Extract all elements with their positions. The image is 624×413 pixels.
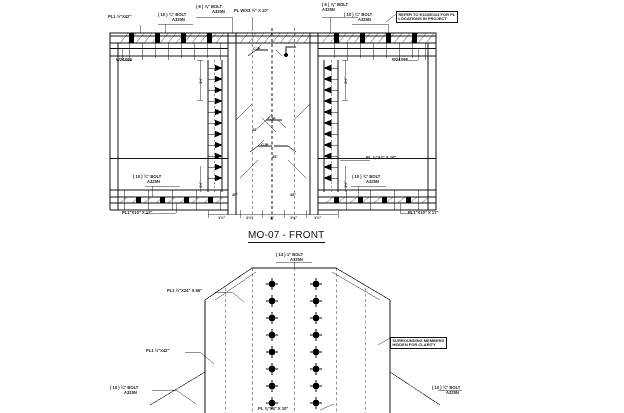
dim-b4: 1½"	[290, 215, 298, 220]
vdim-right-2: 1½"	[343, 180, 348, 188]
front-dimension-lines	[207, 210, 339, 218]
dim-b2: 1½"	[246, 215, 254, 220]
label-bolt-10-botleft-line2: A325N	[147, 179, 160, 184]
label-bolt-10-botleft-line1: ( 10 ) ¾" BOLT	[133, 174, 162, 179]
front-left-vertical-bolt-column	[207, 60, 223, 192]
label-angle-a: 45°	[252, 128, 258, 132]
dim-b5: 1½"	[314, 215, 322, 220]
front-right-bolt-marks	[323, 64, 338, 182]
label-weld-cjp-mid-b: CJP	[261, 143, 269, 147]
label-bolt-10-topleft-line2: A325N	[172, 17, 185, 22]
front-leaders	[121, 13, 419, 214]
front-weld-geometry	[235, 44, 311, 179]
note-refer-to-drawings: REFER TO E103/E104 FOR PL LOCATIONS IN P…	[396, 11, 458, 24]
front-view-geometry	[109, 28, 437, 222]
label-bolt-6-topright-line1: ( 6 ) ⅞" BOLT	[322, 2, 349, 7]
label-bottom-bolt-10-left-line2: A325N	[124, 390, 137, 395]
label-pl-bottom-center: PL ⅞"X4" X 10"	[258, 406, 289, 411]
front-top-left-bolts	[129, 33, 212, 43]
dim-b1: 1½"	[218, 215, 226, 220]
label-weld-cjp-mid-a: CJP	[268, 117, 276, 121]
label-bottom-bolt-10-right-line2: A325N	[446, 390, 459, 395]
label-beam-left: W24X68	[116, 57, 132, 62]
refer-note-line2: LOCATIONS IN PROJECT	[398, 16, 447, 22]
dim-b3: 1"	[270, 215, 275, 220]
label-bolt-10-topright-line2: A325N	[358, 17, 371, 22]
label-bolt-10-botright-line2: A325N	[366, 179, 379, 184]
label-bolt-6-topright-line2: A325N	[322, 7, 335, 12]
label-bolt-14-line2: A325N	[290, 257, 303, 262]
label-pl-top-left: PL1 ½"X42"	[108, 14, 132, 19]
label-bottom-bolt-10-right-line1: ( 10 ) ¾" BOLT	[432, 385, 461, 390]
front-left-bolt-marks	[208, 64, 223, 182]
label-bolt-6-topcenter-line1: ( 6 ) ⅞" BOLT	[196, 4, 223, 9]
label-angle-b: 45°	[272, 155, 278, 159]
note-surrounding-members-hidden: SURROUNDING MEMBERS HIDDEN FOR CLARITY	[390, 337, 447, 350]
label-pl-left-lower: PL1 ½"X42"	[146, 348, 170, 353]
bottom-view-leaders	[152, 261, 462, 411]
label-pl-bottom-right: PL1"X10" X 17"	[408, 210, 439, 215]
label-weld-cjp-top: CJP	[253, 47, 261, 51]
label-pl-horizontal-note: PL W/X3 ½" X 10"	[234, 8, 269, 13]
label-beam-right: W24X68	[392, 57, 408, 62]
vdim-left-1: 1½"	[198, 76, 203, 84]
hidden-note-line1: SURROUNDING MEMBERS	[392, 337, 445, 343]
front-top-right-bolts	[334, 33, 417, 43]
label-pl-mid-right: PL ⅞"X4" X 10"	[366, 155, 397, 160]
label-bolt-10-topright-line1: ( 10 ) ¾" BOLT	[344, 12, 373, 17]
front-view-title: MO-07 - FRONT	[248, 230, 325, 243]
vdim-right-1: 1½"	[343, 76, 348, 84]
hidden-note-line2: HIDDEN FOR CLARITY	[392, 342, 436, 348]
vdim-left-2: 1½"	[198, 180, 203, 188]
label-bolt-14-line1: ( 14 ) 1" BOLT	[276, 252, 304, 257]
front-bottom-left-bolts	[136, 197, 213, 203]
label-bolt-10-topleft-line1: ( 10 ) ¾" BOLT	[158, 12, 187, 17]
label-bolt-10-botright-line1: ( 10 ) ¾" BOLT	[352, 174, 381, 179]
front-bottom-right-bolts	[334, 197, 411, 203]
label-angle-c: 45°	[232, 193, 238, 197]
label-angle-d: 45°	[290, 193, 296, 197]
label-bottom-bolt-10-left-line1: ( 10 ) ¾" BOLT	[110, 385, 139, 390]
label-pl-left-upper: PL1 ½"X24" X 56"	[167, 288, 203, 293]
label-bolt-6-topcenter-line2: A325N	[212, 9, 225, 14]
refer-note-line1: REFER TO E103/E104 FOR PL	[398, 11, 456, 17]
label-pl-bottom-left: PL1"X10" X 17"	[122, 210, 153, 215]
bottom-view-bolt-grid	[266, 278, 322, 409]
